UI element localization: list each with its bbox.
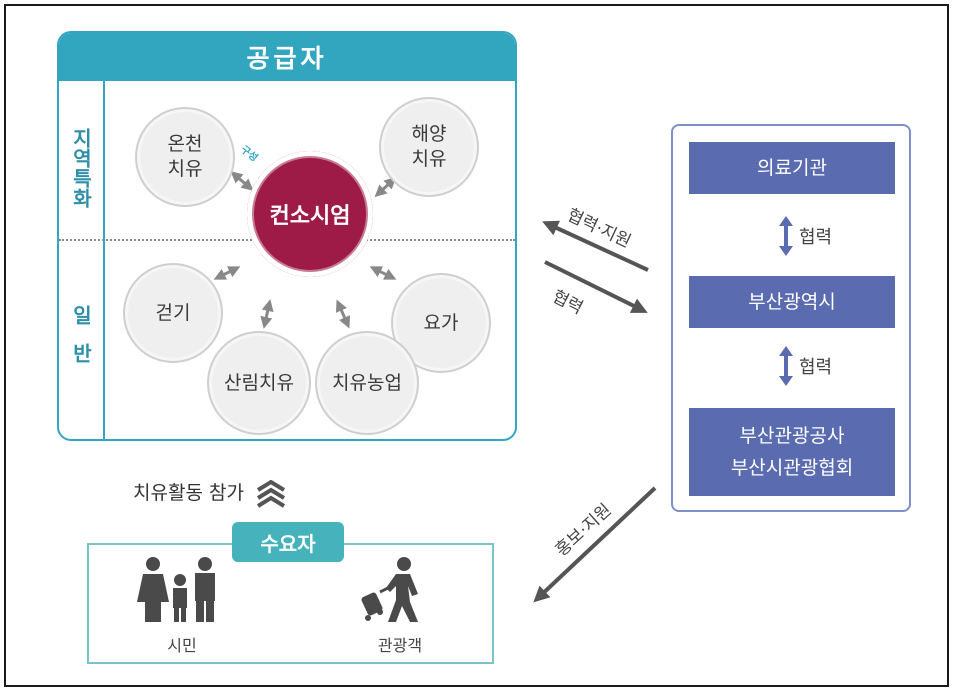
coop-label-1: 협력 (799, 227, 833, 248)
coop-connector-2: 협력 (779, 346, 832, 386)
participate-text: 치유활동 참가 (133, 482, 244, 504)
partners-panel: 의료기관 협력 부산광역시 협력 부산관광공사 부산시관광협회 (671, 124, 911, 512)
arrow-forest (260, 299, 274, 329)
traveler-icon (361, 557, 418, 622)
family-icon (137, 557, 215, 622)
circle-forest: 산림치유 (207, 331, 311, 435)
arrow-hotspring (230, 171, 254, 191)
general-label: 일반 (69, 305, 93, 381)
connector-arrows (213, 171, 397, 329)
medical-box: 의료기관 (689, 142, 895, 194)
arrow-agri (335, 299, 351, 329)
supplier-panel: 공급자 지역특화 일반 온천 치유 해양 치유 걷기 요가 산림치유 치유농업 … (57, 31, 517, 441)
region-specialized-label: 지역특화 (69, 128, 93, 208)
double-arrow-icon (779, 216, 793, 256)
city-box: 부산광역시 (689, 276, 895, 328)
coop-connector-1: 협력 (779, 216, 832, 256)
arrow-marine (374, 176, 397, 198)
circle-walking: 걷기 (123, 263, 223, 363)
circle-agri: 치유농업 (315, 331, 419, 435)
tourism-box: 부산관광공사 부산시관광협회 (689, 408, 895, 496)
citizens-label: 시민 (167, 636, 197, 655)
participate-label: 치유활동 참가 (133, 478, 286, 508)
arrow-walking (213, 266, 241, 280)
circle-marine: 해양 치유 (379, 97, 479, 197)
double-arrow-icon (779, 346, 793, 386)
arrow-yoga (369, 266, 397, 280)
side-divider (103, 81, 105, 439)
chevrons-up-icon (256, 479, 286, 508)
tourists-label: 관광객 (377, 636, 423, 655)
consumer-title: 수요자 (232, 522, 344, 562)
consortium-circle: 컨소시엄 (247, 151, 373, 277)
outer-frame (4, 4, 949, 687)
circle-hot-spring: 온천 치유 (135, 107, 235, 207)
coop-label-2: 협력 (799, 357, 833, 378)
supplier-title: 공급자 (59, 33, 515, 81)
